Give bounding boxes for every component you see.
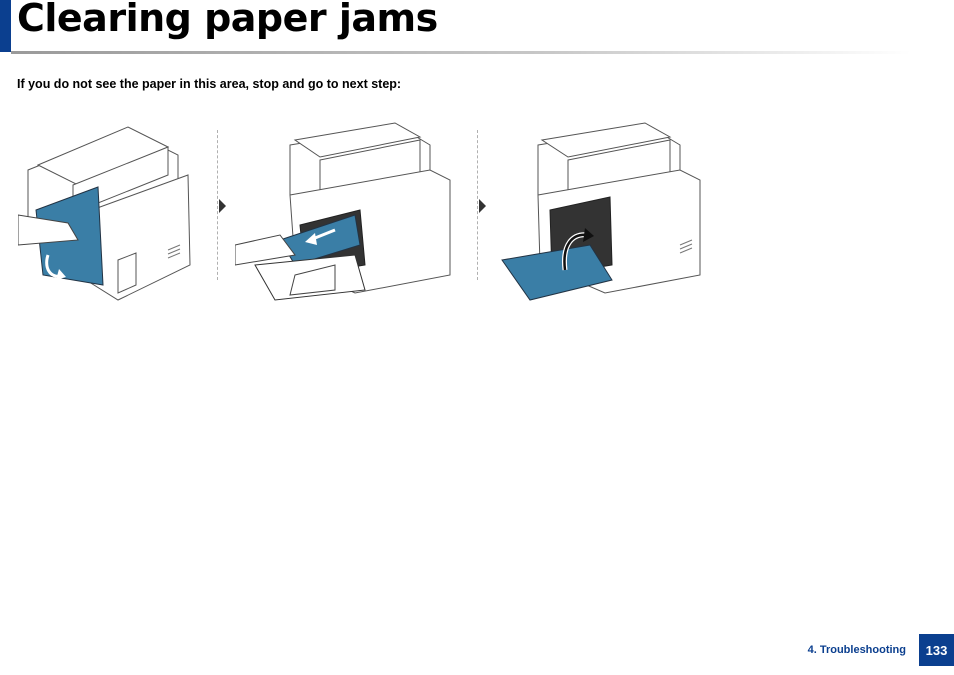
instruction-text: If you do not see the paper in this area… — [17, 77, 402, 91]
printer-open-side-cover-illustration — [18, 126, 191, 301]
footer-section-label: 4. Troubleshooting — [807, 644, 906, 656]
step-arrow-icon — [219, 199, 226, 213]
printer-close-rear-cover-illustration — [501, 122, 701, 301]
title-accent-bar — [0, 0, 11, 52]
page-title: Clearing paper jams — [17, 0, 438, 40]
page-number-badge: 133 — [919, 634, 954, 666]
printer-pull-jammed-paper-illustration — [235, 122, 451, 301]
step-divider — [217, 130, 218, 280]
step-arrow-icon — [479, 199, 486, 213]
step-divider — [477, 130, 478, 280]
title-underline — [11, 51, 911, 54]
